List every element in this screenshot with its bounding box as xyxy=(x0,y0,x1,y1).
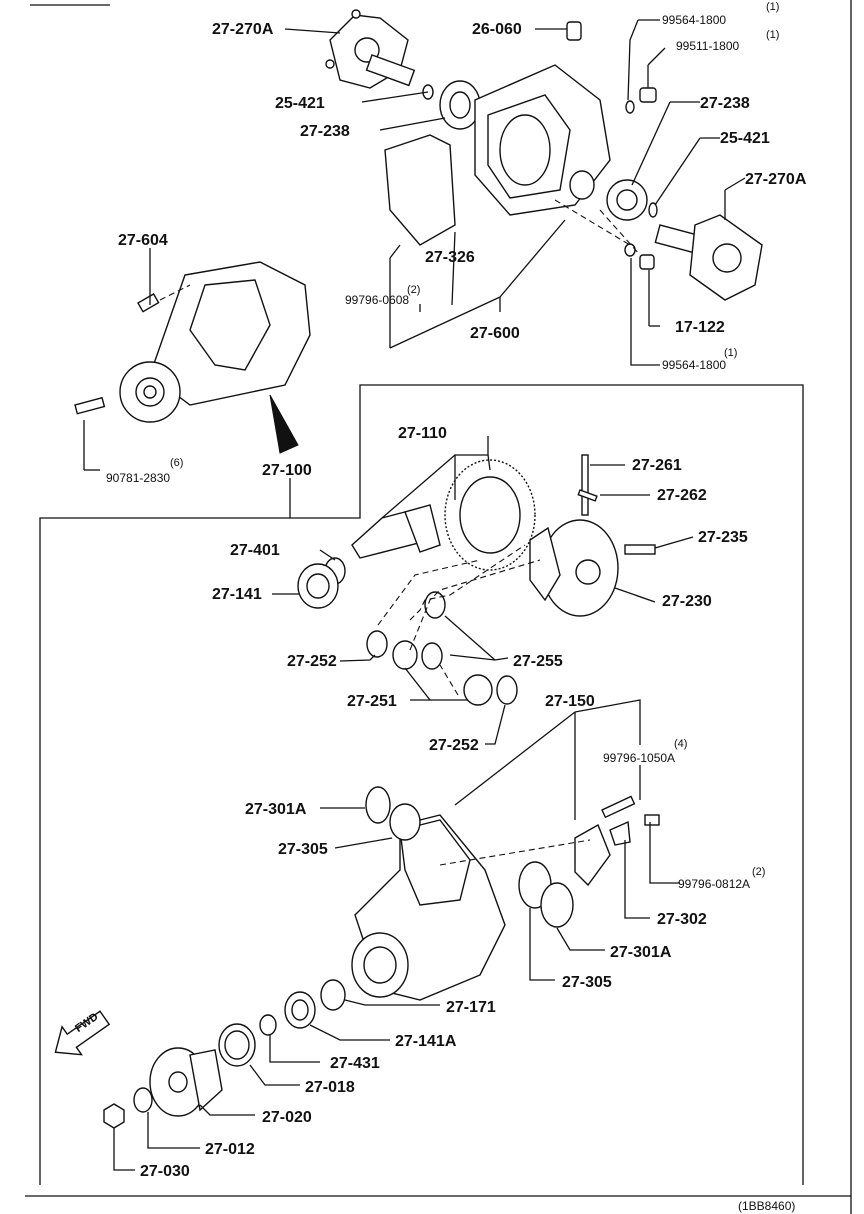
qty-99511: (1) xyxy=(766,29,779,41)
label-27-238-left: 27-238 xyxy=(300,123,350,140)
nut-27-030 xyxy=(103,1103,125,1129)
label-99564-bottom: 99564-1800 xyxy=(662,358,726,372)
label-90781: 90781-2830 xyxy=(106,471,170,485)
washer-27-012 xyxy=(133,1087,153,1113)
label-27-401: 27-401 xyxy=(230,542,280,559)
label-27-020: 27-020 xyxy=(262,1109,312,1126)
carrier-housing xyxy=(474,64,611,216)
pinion-gear-a xyxy=(424,591,446,619)
label-27-431: 27-431 xyxy=(330,1055,380,1072)
label-27-270A-top: 27-270A xyxy=(212,21,274,38)
pinion-gear-b xyxy=(421,642,443,670)
carrier-casting xyxy=(351,814,506,1001)
label-27-150: 27-150 xyxy=(545,693,595,710)
label-27-270A-right: 27-270A xyxy=(745,171,807,188)
label-17-122: 17-122 xyxy=(675,319,725,336)
side-gear-b xyxy=(463,674,493,706)
label-27-326: 27-326 xyxy=(425,249,475,266)
companion-flange-right xyxy=(654,214,763,301)
rear-cover xyxy=(384,134,456,246)
pinion-shaft-27-261 xyxy=(581,454,589,516)
label-27-255: 27-255 xyxy=(513,653,563,670)
bolt-27-235 xyxy=(624,544,656,555)
label-99796-1050A: 99796-1050A xyxy=(603,751,675,765)
thrust-washer-a xyxy=(366,630,388,658)
snap-ring-right xyxy=(648,202,658,218)
washer-top xyxy=(625,100,635,114)
label-25-421-right: 25-421 xyxy=(720,130,770,147)
side-gear-a xyxy=(392,640,418,670)
label-27-305-bottom: 27-305 xyxy=(562,974,612,991)
label-27-252-a: 27-252 xyxy=(287,653,337,670)
label-27-100: 27-100 xyxy=(262,462,312,479)
bearing-cap xyxy=(574,823,611,887)
ring-gear xyxy=(351,459,536,571)
cap-bolt xyxy=(601,795,636,819)
qty-99796-0608: (2) xyxy=(407,284,420,296)
companion-flange-top xyxy=(325,9,416,89)
bearing-27-305-top xyxy=(389,803,421,841)
label-27-252-b: 27-252 xyxy=(429,737,479,754)
qty-99796-1050A: (4) xyxy=(674,738,687,750)
qty-99564-top: (1) xyxy=(766,1,779,13)
flange-27-020 xyxy=(149,1047,223,1117)
filler-plug xyxy=(639,87,657,103)
label-27-600: 27-600 xyxy=(470,325,520,342)
label-27-301A-top: 27-301A xyxy=(245,801,307,818)
differential-assembly xyxy=(119,261,311,423)
label-27-302: 27-302 xyxy=(657,911,707,928)
differential-case xyxy=(529,519,619,617)
breather xyxy=(566,21,582,41)
exploded-box xyxy=(39,384,804,1185)
label-27-262: 27-262 xyxy=(657,487,707,504)
qty-99796-0812A: (2) xyxy=(752,866,765,878)
assembly-arrow xyxy=(269,394,299,454)
label-27-141: 27-141 xyxy=(212,586,262,603)
label-27-110: 27-110 xyxy=(398,425,447,442)
label-99511: 99511-1800 xyxy=(676,39,739,53)
adjuster-27-301A-bottom xyxy=(540,882,574,928)
washer-bottom xyxy=(624,243,636,257)
label-27-251: 27-251 xyxy=(347,693,397,710)
label-27-238-right: 27-238 xyxy=(700,95,750,112)
label-27-261: 27-261 xyxy=(632,457,682,474)
bolt-27-604 xyxy=(137,293,160,313)
label-27-171: 27-171 xyxy=(446,999,496,1016)
label-27-230: 27-230 xyxy=(662,593,712,610)
label-27-604: 27-604 xyxy=(118,232,168,249)
label-27-141A: 27-141A xyxy=(395,1033,457,1050)
label-25-421-left: 25-421 xyxy=(275,95,325,112)
thrust-washer-b xyxy=(496,675,518,705)
bolt-90781 xyxy=(74,396,106,415)
drain-plug xyxy=(639,254,655,270)
fwd-arrow xyxy=(54,1010,111,1056)
label-27-305-top: 27-305 xyxy=(278,841,328,858)
washer-27-431 xyxy=(259,1014,277,1036)
label-99796-0812A: 99796-0812A xyxy=(678,877,750,891)
label-27-012: 27-012 xyxy=(205,1141,255,1158)
label-99564-top: 99564-1800 xyxy=(662,13,726,27)
label-26-060: 26-060 xyxy=(472,21,522,38)
label-99796-0608: 99796-0608 xyxy=(345,293,409,307)
footer-code: (1BB8460) xyxy=(738,1199,795,1213)
qty-99564-bottom: (1) xyxy=(724,347,737,359)
pin-27-262 xyxy=(577,489,598,502)
spacer-27-171 xyxy=(320,979,346,1011)
lock-plate xyxy=(609,820,631,846)
label-27-030: 27-030 xyxy=(140,1163,190,1180)
label-27-018: 27-018 xyxy=(305,1079,355,1096)
qty-90781: (6) xyxy=(170,457,183,469)
adjuster-27-301A-top xyxy=(365,786,391,824)
label-27-301A-bottom: 27-301A xyxy=(610,944,672,961)
lock-bolt xyxy=(644,814,660,826)
label-27-235: 27-235 xyxy=(698,529,748,546)
